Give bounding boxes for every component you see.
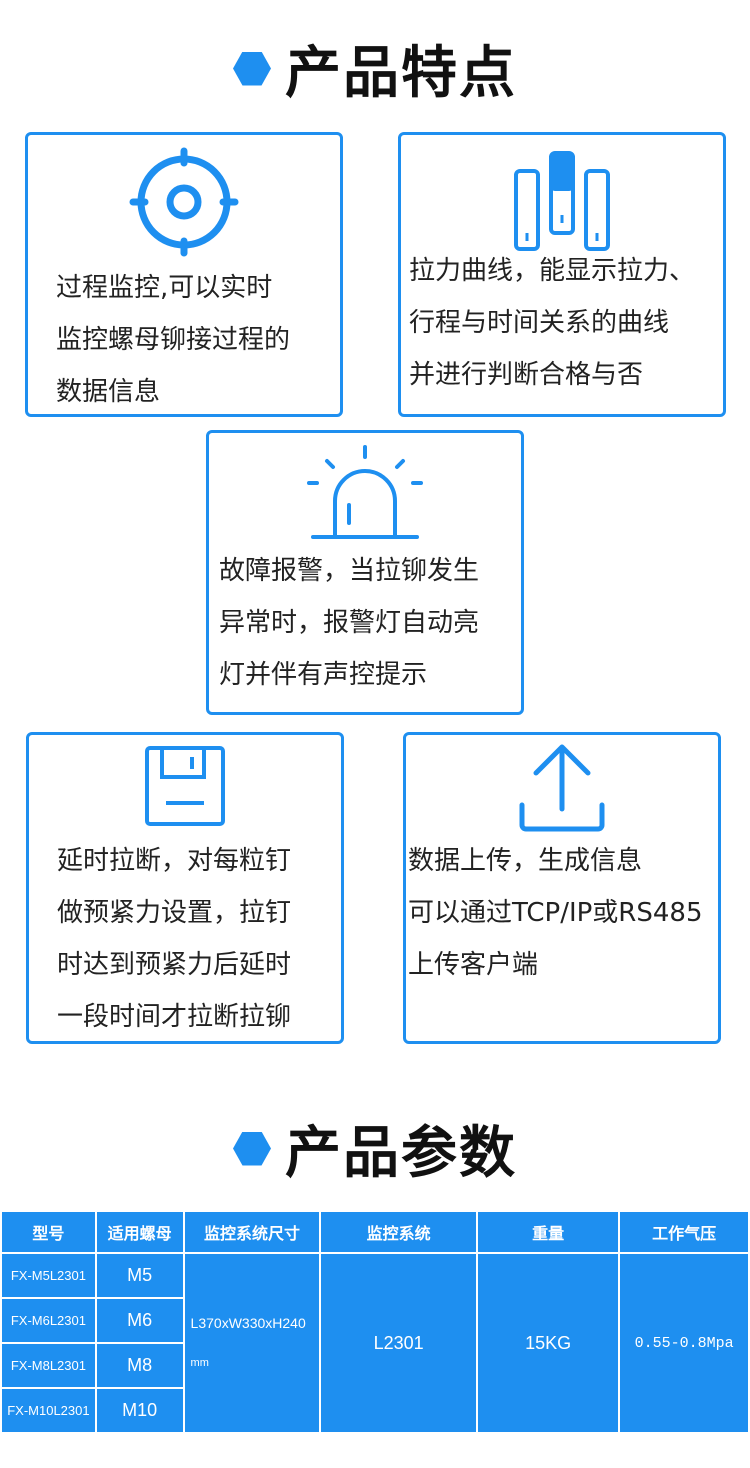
cell-model: FX-M5L2301 xyxy=(0,1252,97,1299)
header-system: 监控系统 xyxy=(319,1210,478,1254)
features-title-text: 产品特点 xyxy=(285,41,517,106)
hexagon-bullet-icon xyxy=(233,1131,271,1166)
feature-text: 数据上传，生成信息 可以通过TCP/IP或RS485 上传客户端 xyxy=(408,846,703,980)
table-row: FX-M6L2301 M6 xyxy=(0,1297,749,1344)
feature-text: 故障报警，当拉铆发生 异常时，报警灯自动亮 灯并伴有声控提示 xyxy=(219,556,480,690)
cell-model: FX-M6L2301 xyxy=(0,1297,97,1344)
alarm-light-icon xyxy=(307,445,423,539)
cell-nut: M8 xyxy=(94,1342,185,1389)
cell-nut: M10 xyxy=(94,1387,185,1434)
feature-card-alarm: 故障报警，当拉铆发生 异常时，报警灯自动亮 灯并伴有声控提示 xyxy=(206,430,524,715)
header-pressure: 工作气压 xyxy=(618,1210,750,1254)
hexagon-bullet-icon xyxy=(233,51,271,86)
header-nut: 适用螺母 xyxy=(94,1210,185,1254)
cell-system: L2301 xyxy=(319,1252,478,1434)
feature-text: 延时拉断，对每粒钉 做预紧力设置，拉钉 时达到预紧力后延时 一段时间才拉断拉铆 xyxy=(57,846,292,1032)
table-header: 型号 适用螺母 监控系统尺寸 监控系统 重量 工作气压 xyxy=(0,1210,750,1254)
header-weight: 重量 xyxy=(475,1210,621,1254)
cell-model: FX-M10L2301 xyxy=(0,1387,97,1434)
table-row: FX-M5L2301 M5 L370xW330xH240 mm L2301 15K… xyxy=(0,1252,750,1434)
save-icon xyxy=(145,746,225,826)
feature-card-curve: 拉力曲线，能显示拉力、 行程与时间关系的曲线 并进行判断合格与否 xyxy=(398,132,726,417)
cell-size: L370xW330xH240 mm xyxy=(182,1252,322,1434)
header-size: 监控系统尺寸 xyxy=(182,1210,322,1254)
feature-card-delay: 延时拉断，对每粒钉 做预紧力设置，拉钉 时达到预紧力后延时 一段时间才拉断拉铆 xyxy=(26,732,344,1044)
feature-card-monitoring: 过程监控,可以实时 监控螺母铆接过程的 数据信息 xyxy=(25,132,343,417)
cell-model: FX-M8L2301 xyxy=(0,1342,97,1389)
cell-pressure: 0.55-0.8Mpa xyxy=(618,1252,750,1434)
params-title: 产品参数 xyxy=(0,1108,750,1189)
target-icon xyxy=(129,147,239,257)
bar-chart-icon xyxy=(514,151,610,251)
upload-icon xyxy=(519,744,605,832)
table-row: FX-M10L2301 M10 xyxy=(0,1387,749,1434)
cell-nut: M5 xyxy=(94,1252,185,1299)
params-table: 型号 适用螺母 监控系统尺寸 监控系统 重量 工作气压 FX-M5L2301 M… xyxy=(0,1210,750,1434)
feature-card-upload: 数据上传，生成信息 可以通过TCP/IP或RS485 上传客户端 xyxy=(403,732,721,1044)
table-row: FX-M8L2301 M8 xyxy=(0,1342,749,1389)
size-value: L370xW330xH240 xyxy=(190,1315,306,1331)
feature-text: 过程监控,可以实时 监控螺母铆接过程的 数据信息 xyxy=(56,273,291,407)
features-title: 产品特点 xyxy=(0,28,750,109)
params-title-text: 产品参数 xyxy=(285,1121,517,1186)
header-model: 型号 xyxy=(0,1210,97,1254)
cell-nut: M6 xyxy=(94,1297,185,1344)
size-unit: mm xyxy=(190,1357,209,1369)
feature-text: 拉力曲线，能显示拉力、 行程与时间关系的曲线 并进行判断合格与否 xyxy=(409,256,696,390)
cell-weight: 15KG xyxy=(475,1252,621,1434)
